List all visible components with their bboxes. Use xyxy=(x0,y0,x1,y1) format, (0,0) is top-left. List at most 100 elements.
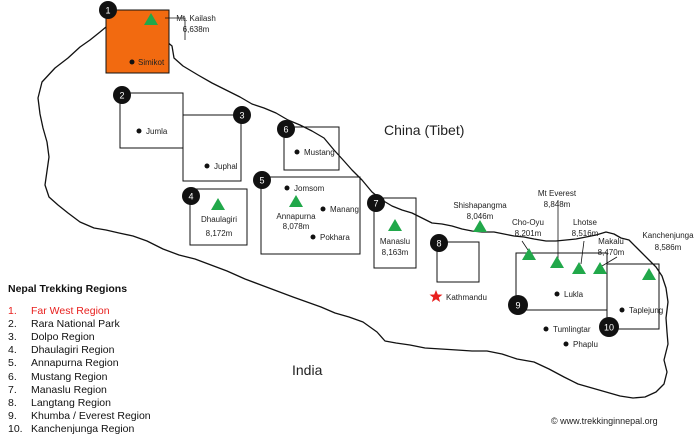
legend-item-langtang[interactable]: 8.Langtang Region xyxy=(8,396,111,409)
legend-item-mustang[interactable]: 6.Mustang Region xyxy=(8,370,108,383)
region-9-box[interactable] xyxy=(515,252,608,311)
lhotse-peak-icon xyxy=(572,262,586,274)
legend-item-kanchenjunga[interactable]: 10.Kanchenjunga Region xyxy=(8,422,135,435)
everest-peak-icon xyxy=(550,256,564,268)
mustang-dot xyxy=(294,149,300,155)
svg-text:8,848m: 8,848m xyxy=(544,200,571,209)
manaslu-peak-icon xyxy=(388,219,402,231)
region-8-box[interactable] xyxy=(436,241,480,283)
region-2-marker[interactable]: 2 xyxy=(113,86,131,104)
svg-text:8,163m: 8,163m xyxy=(382,248,409,257)
svg-text:2: 2 xyxy=(119,91,124,101)
pokhara-label: Pokhara xyxy=(320,233,350,242)
lukla-label: Lukla xyxy=(564,290,584,299)
jomsom-dot xyxy=(284,185,290,191)
svg-text:Mt Everest: Mt Everest xyxy=(538,189,577,198)
region-7-box[interactable] xyxy=(373,197,417,269)
region-7-marker[interactable]: 7 xyxy=(367,194,385,212)
region-5-marker[interactable]: 5 xyxy=(253,171,271,189)
peak-leader-lines xyxy=(165,17,618,267)
annapurna-peak-label: Annapurna 8,078m xyxy=(276,212,316,231)
kanchenjunga-peak-icon xyxy=(642,268,656,280)
taplejung-label: Taplejung xyxy=(629,306,663,315)
svg-text:Cho-Oyu: Cho-Oyu xyxy=(512,218,544,227)
svg-text:Makalu: Makalu xyxy=(598,237,624,246)
svg-text:6: 6 xyxy=(283,125,288,135)
manaslu-peak-label: Manaslu 8,163m xyxy=(380,237,410,257)
choyu-peak-label: Cho-Oyu 8,201m xyxy=(512,218,544,238)
svg-text:8,586m: 8,586m xyxy=(655,243,682,252)
svg-text:8: 8 xyxy=(436,239,441,249)
svg-text:8,172m: 8,172m xyxy=(206,229,233,238)
simikot-label: Simikot xyxy=(138,58,165,67)
copyright-text: © www.trekkinginnepal.org xyxy=(551,416,658,426)
legend-item-manaslu[interactable]: 7.Manaslu Region xyxy=(8,383,107,396)
jumla-dot xyxy=(136,128,142,134)
svg-text:Manaslu: Manaslu xyxy=(380,237,410,246)
legend-item-dolpo[interactable]: 3.Dolpo Region xyxy=(8,331,95,344)
svg-text:Annapurna: Annapurna xyxy=(276,212,316,221)
makalu-peak-icon xyxy=(593,262,607,274)
taplejung-dot xyxy=(619,307,625,313)
kathmandu-label: Kathmandu xyxy=(446,293,487,302)
simikot-dot xyxy=(129,59,135,65)
svg-text:4: 4 xyxy=(188,192,193,202)
svg-text:10: 10 xyxy=(604,323,614,333)
svg-text:1: 1 xyxy=(105,6,110,16)
region-1-marker[interactable]: 1 xyxy=(99,1,117,19)
svg-text:8,078m: 8,078m xyxy=(283,222,310,231)
region-9-marker[interactable]: 9 xyxy=(508,295,528,315)
kailash-peak-label: Mt. Kailash 6,638m xyxy=(176,14,216,34)
dhaulagiri-peak-label: Dhaulagiri 8,172m xyxy=(201,215,237,238)
pokhara-dot xyxy=(310,234,316,240)
choyu-peak-icon xyxy=(522,248,536,260)
phaplu-label: Phaplu xyxy=(573,340,598,349)
region-4-box[interactable] xyxy=(189,188,248,246)
jomsom-label: Jomsom xyxy=(294,184,325,193)
kailash-peak-icon xyxy=(144,13,158,25)
svg-text:8,516m: 8,516m xyxy=(572,229,599,238)
region-10-marker[interactable]: 10 xyxy=(599,317,619,337)
legend-item-dhaulagiri[interactable]: 4.Dhaulagiri Region xyxy=(8,344,115,357)
juphal-dot xyxy=(204,163,210,169)
china-label: China (Tibet) xyxy=(384,122,464,138)
svg-text:5: 5 xyxy=(259,176,264,186)
region-3-marker[interactable]: 3 xyxy=(233,106,251,124)
region-1-box[interactable] xyxy=(105,9,170,74)
svg-text:Dhaulagiri: Dhaulagiri xyxy=(201,215,237,224)
region-8-marker[interactable]: 8 xyxy=(430,234,448,252)
region-2-box[interactable] xyxy=(119,92,184,149)
kathmandu-star xyxy=(429,290,443,302)
regions-legend: Nepal Trekking Regions 1.Far West Region… xyxy=(8,283,151,436)
region-3-box[interactable] xyxy=(182,114,242,182)
region-6-marker[interactable]: 6 xyxy=(277,120,295,138)
region-10-box[interactable] xyxy=(606,263,660,330)
svg-text:Shishapangma: Shishapangma xyxy=(453,201,507,210)
phaplu-dot xyxy=(563,341,569,347)
legend-item-annapurna[interactable]: 5.Annapurna Region xyxy=(8,357,119,370)
svg-text:Kanchenjunga: Kanchenjunga xyxy=(642,231,694,240)
tumlingtar-dot xyxy=(543,326,549,332)
jumla-label: Jumla xyxy=(146,127,168,136)
region-5-box[interactable] xyxy=(260,176,361,255)
svg-text:8,201m: 8,201m xyxy=(515,229,542,238)
legend-item-khumbu[interactable]: 9.Khumba / Everest Region xyxy=(8,409,151,422)
shishapangma-peak-icon xyxy=(473,220,487,232)
everest-peak-label: Mt Everest 8,848m xyxy=(538,189,577,209)
legend-title: Nepal Trekking Regions xyxy=(8,283,128,295)
lukla-dot xyxy=(554,291,560,297)
svg-text:6,638m: 6,638m xyxy=(183,25,210,34)
juphal-label: Juphal xyxy=(214,162,238,171)
svg-text:9: 9 xyxy=(515,301,520,311)
tumlingtar-label: Tumlingtar xyxy=(553,325,591,334)
lhotse-peak-label: Lhotse 8,516m xyxy=(572,218,599,238)
kanchenjunga-peak-label: Kanchenjunga 8,586m xyxy=(642,231,694,252)
nepal-border xyxy=(37,22,669,399)
region-4-marker[interactable]: 4 xyxy=(182,187,200,205)
svg-text:8,470m: 8,470m xyxy=(598,248,625,257)
region-6-box[interactable] xyxy=(283,126,340,171)
legend-item-far-west[interactable]: 1.Far West Region xyxy=(8,305,110,318)
india-label: India xyxy=(292,362,323,378)
legend-item-rara[interactable]: 2.Rara National Park xyxy=(8,318,120,331)
